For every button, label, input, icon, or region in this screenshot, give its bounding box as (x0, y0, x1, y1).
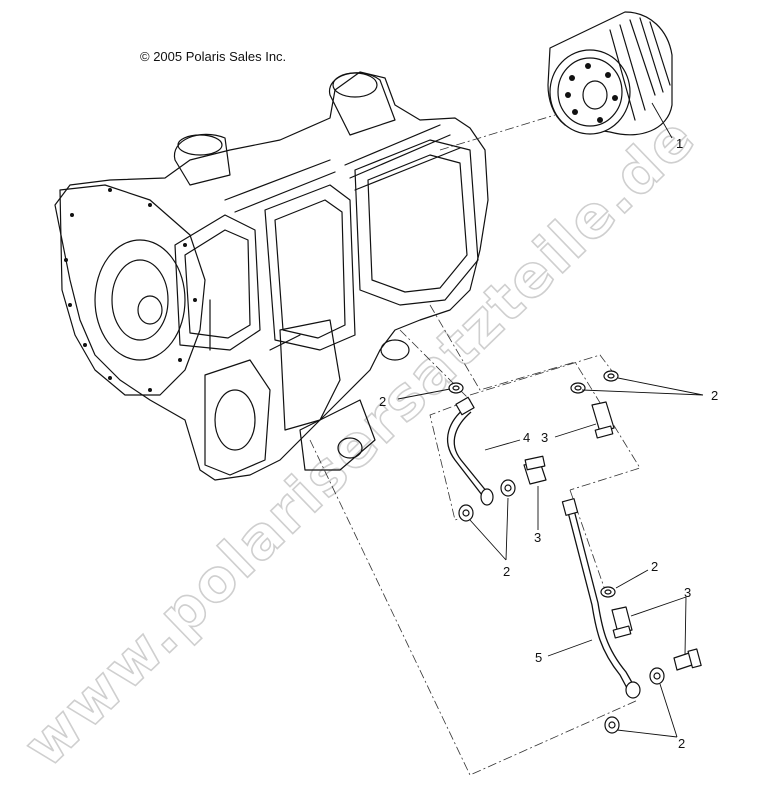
callout-3-lower: 3 (684, 585, 691, 600)
callout-2-middle: 2 (503, 564, 510, 579)
callout-2-bottom: 2 (678, 736, 685, 751)
callout-2-lower: 2 (651, 559, 658, 574)
copyright-notice: © 2005 Polaris Sales Inc. (140, 49, 287, 64)
callout-1: 1 (676, 136, 683, 151)
oil-line-4 (446, 396, 494, 506)
callout-3-middle: 3 (534, 530, 541, 545)
callout-2-upper-right: 2 (711, 388, 718, 403)
banjo-bolts (523, 401, 702, 671)
engine-crankcase (54, 71, 489, 481)
oil-line-5 (561, 498, 641, 699)
oil-filter (547, 11, 673, 136)
callout-4: 4 (523, 430, 530, 445)
callout-2-upper-left: 2 (379, 394, 386, 409)
callout-labels: 1 2 2 3 4 3 2 2 3 5 2 (379, 136, 718, 751)
callout-3-upper: 3 (541, 430, 548, 445)
leader-lines (397, 102, 704, 738)
washers (448, 370, 665, 734)
callout-5: 5 (535, 650, 542, 665)
